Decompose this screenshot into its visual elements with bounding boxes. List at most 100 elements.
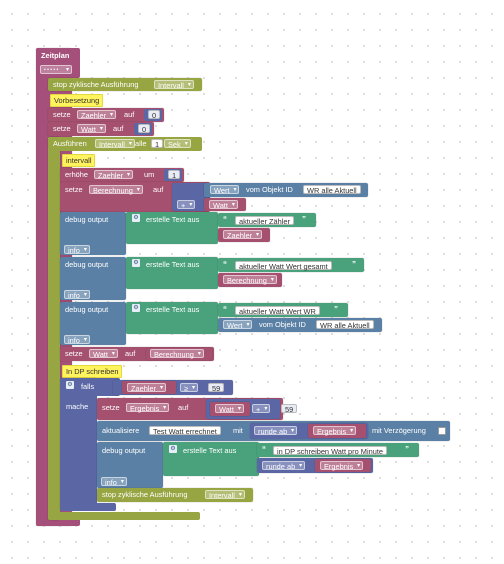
update-target[interactable]: Test Watt errechnet xyxy=(149,426,221,436)
quote-open-icon: “ xyxy=(223,260,227,269)
gear-icon[interactable]: ⚙ xyxy=(132,304,140,312)
result-op-dropdown[interactable]: + xyxy=(252,404,271,414)
gear-icon[interactable]: ⚙ xyxy=(169,445,177,453)
set-watt-value[interactable]: 0 xyxy=(138,124,151,134)
quote-close-icon: ” xyxy=(334,305,338,314)
stop-interval-2-label: stop zyklische Ausführung xyxy=(102,490,188,499)
text-literal-4[interactable]: in DP schreiben Watt pro Minute xyxy=(273,446,387,456)
debug-3-label: debug output xyxy=(65,305,109,314)
interval-exec-footer xyxy=(48,512,200,520)
delay-checkbox[interactable] xyxy=(438,427,446,435)
increment-var-dropdown[interactable]: Zaehler xyxy=(94,170,134,180)
increment-by: um xyxy=(144,170,155,179)
text-join-block-3[interactable] xyxy=(126,302,218,334)
quote-close-icon: ” xyxy=(352,260,356,269)
set-watt2-to: auf xyxy=(125,349,136,358)
quote-open-icon: “ xyxy=(223,305,227,314)
comment-intervall[interactable]: intervall xyxy=(62,154,96,167)
get-object-attr-dropdown[interactable]: Wert xyxy=(210,185,240,195)
compare-op-dropdown[interactable]: ≥ xyxy=(180,383,199,393)
set-watt-var-dropdown[interactable]: Watt xyxy=(77,124,106,134)
schedule-cron-field[interactable]: • • • • • xyxy=(40,65,72,75)
quote-open-icon: “ xyxy=(223,215,227,224)
interval-exec-var-dropdown[interactable]: Intervall xyxy=(95,139,135,149)
stop-interval-var-dropdown[interactable]: Intervall xyxy=(154,80,194,90)
set-counter-label: setze xyxy=(53,110,71,119)
if-label: falls xyxy=(81,382,95,391)
result-watt-dropdown[interactable]: Watt xyxy=(215,404,244,414)
stop-interval-label: stop zyklische Ausführung xyxy=(53,80,139,89)
debug-3-info-dropdown[interactable]: info xyxy=(64,335,90,345)
debug-4-label: debug output xyxy=(102,446,146,455)
increment-label: erhöhe xyxy=(65,170,89,179)
debug-2-label: debug output xyxy=(65,260,109,269)
text-join-block-2[interactable] xyxy=(126,257,218,289)
gear-icon[interactable]: ⚙ xyxy=(132,214,140,222)
text-join-block-4[interactable] xyxy=(163,442,259,476)
text-join-1-label: erstelle Text aus xyxy=(146,215,200,224)
interval-exec-label: Ausführen xyxy=(53,139,87,148)
debug-4-round-dropdown[interactable]: runde ab xyxy=(262,461,306,471)
calc-op-dropdown[interactable]: + xyxy=(177,200,196,210)
set-watt-to: auf xyxy=(113,124,124,133)
debug-1-var-dropdown[interactable]: Zaehler xyxy=(223,230,263,240)
debug-2-info-dropdown[interactable]: info xyxy=(64,290,90,300)
set-watt-label: setze xyxy=(53,124,71,133)
compare-value[interactable]: 59 xyxy=(208,383,225,393)
result-number-block[interactable] xyxy=(277,402,279,416)
debug-3-object-id[interactable]: WR alle Aktuell xyxy=(316,320,374,330)
gear-icon[interactable]: ⚙ xyxy=(66,381,74,389)
increment-value[interactable]: 1 xyxy=(168,170,181,180)
set-result-var-dropdown[interactable]: Ergebnis xyxy=(126,403,170,413)
debug-3-attr-dropdown[interactable]: Wert xyxy=(223,320,253,330)
set-counter-to: auf xyxy=(124,110,135,119)
text-join-2-label: erstelle Text aus xyxy=(146,260,200,269)
update-var-dropdown[interactable]: Ergebnis xyxy=(313,426,357,436)
get-object-id[interactable]: WR alle Aktuell xyxy=(303,185,361,195)
calc-watt-var-dropdown[interactable]: Watt xyxy=(209,200,238,210)
set-result-to: auf xyxy=(178,403,189,412)
interval-exec-value[interactable]: 1 xyxy=(151,139,164,149)
text-literal-1[interactable]: aktueller Zähler xyxy=(235,216,294,226)
set-calc-to: auf xyxy=(153,185,164,194)
set-calc-var-dropdown[interactable]: Berechnung xyxy=(89,185,143,195)
debug-3-get-label: vom Objekt ID xyxy=(259,320,306,329)
update-label: aktualisiere xyxy=(102,426,140,435)
set-watt2-value-dropdown[interactable]: Berechnung xyxy=(150,349,204,359)
quote-open-icon: “ xyxy=(262,445,266,454)
set-counter-var-dropdown[interactable]: Zaehler xyxy=(77,110,117,120)
result-value[interactable]: 59 xyxy=(281,404,298,414)
interval-exec-every: alle xyxy=(135,139,147,148)
set-watt2-label: setze xyxy=(65,349,83,358)
interval-exec-unit-dropdown[interactable]: Sek xyxy=(164,139,191,149)
compare-var-dropdown[interactable]: Zaehler xyxy=(127,383,167,393)
set-counter-value[interactable]: 0 xyxy=(148,110,161,120)
text-join-block-1[interactable] xyxy=(126,212,218,244)
do-label: mache xyxy=(66,402,89,411)
text-literal-3[interactable]: aktueller Watt Wert WR xyxy=(235,306,320,316)
text-literal-2[interactable]: aktueller Watt Wert gesamt xyxy=(235,261,332,271)
text-join-3-label: erstelle Text aus xyxy=(146,305,200,314)
update-round-dropdown[interactable]: runde ab xyxy=(254,426,298,436)
update-with: mit xyxy=(233,426,243,435)
comment-dp-schreiben[interactable]: In DP schreiben xyxy=(62,365,123,378)
interval-exec-block[interactable] xyxy=(48,137,60,520)
gear-icon[interactable]: ⚙ xyxy=(132,259,140,267)
debug-4-info-dropdown[interactable]: info xyxy=(101,477,127,487)
text-join-4-label: erstelle Text aus xyxy=(183,446,237,455)
if-block-footer xyxy=(60,503,116,511)
if-block[interactable] xyxy=(60,378,97,510)
stop-interval-2-var-dropdown[interactable]: Intervall xyxy=(205,490,245,500)
set-result-label: setze xyxy=(102,403,120,412)
set-watt2-var-dropdown[interactable]: Watt xyxy=(89,349,118,359)
quote-close-icon: ” xyxy=(405,445,409,454)
debug-4-var-dropdown[interactable]: Ergebnis xyxy=(320,461,364,471)
debug-1-label: debug output xyxy=(65,215,109,224)
comment-vorbesetzung[interactable]: Vorbesetzung xyxy=(50,94,104,107)
quote-close-icon: ” xyxy=(302,215,306,224)
schedule-title: Zeitplan xyxy=(41,51,70,60)
if-block-header[interactable] xyxy=(60,378,120,396)
debug-1-info-dropdown[interactable]: info xyxy=(64,245,90,255)
debug-2-var-dropdown[interactable]: Berechnung xyxy=(223,275,277,285)
